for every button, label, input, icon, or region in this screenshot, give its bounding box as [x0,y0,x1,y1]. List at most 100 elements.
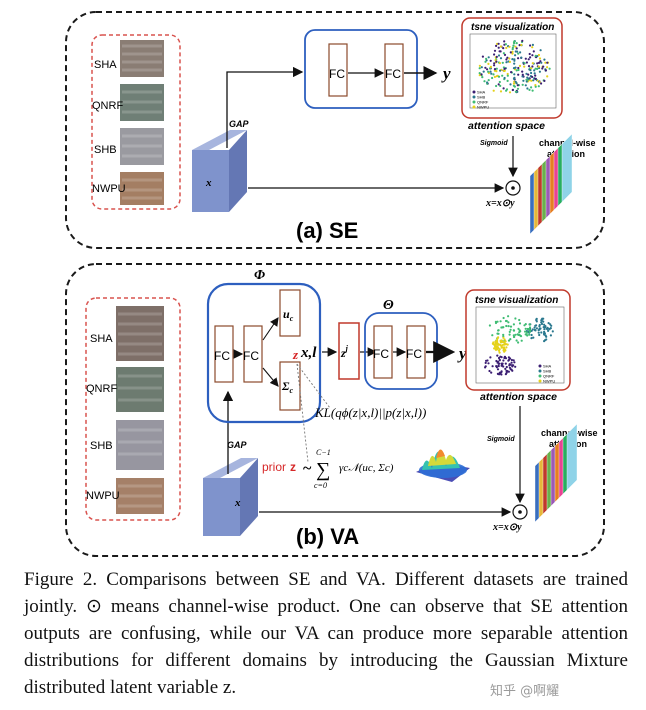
crowd-thumb-qnrf [116,367,164,412]
tsne-point [528,52,531,56]
tsne-point [487,62,490,65]
tsne-point [534,54,537,58]
tsne-point [502,343,505,346]
tsne-point [525,80,528,83]
tsne-point [490,371,493,374]
tsne-point [507,356,510,359]
tsne-point [527,73,530,76]
tsne-point [546,326,549,329]
tsne-point [505,61,508,64]
sigma-subscript: c [289,386,293,395]
legend-entry: SHA [543,364,552,369]
tsne-point [503,69,506,72]
tsne-point [514,365,517,368]
tsne-point [511,50,514,53]
tsne-point [527,58,530,61]
tsne-point [503,67,506,70]
tsne-point [512,77,516,80]
prior-z: z [290,460,296,474]
tsne-point [524,330,527,333]
tsne-point [517,341,520,344]
tsne-point [509,51,512,54]
tsne-point [525,72,528,75]
tsne-point [504,340,507,343]
tsne-point [495,366,498,369]
tsne-point [498,359,501,362]
panel-b-product-dot [518,510,522,514]
tsne-point [502,316,505,320]
panel-b-kl-connector [296,363,331,409]
tsne-point [485,57,488,60]
tsne-point [517,52,520,55]
tsne-point [524,57,527,60]
tsne-point [497,46,500,49]
tsne-point [549,327,552,330]
panel-b-dataset-thumbs [116,306,164,514]
tsne-point [519,330,522,333]
tsne-point [521,73,524,76]
tsne-point [498,80,501,84]
tsne-point [546,75,549,78]
tsne-point [509,328,512,331]
tsne-point [494,321,498,325]
tsne-point [499,45,502,48]
tsne-point [534,84,537,87]
tsne-point [544,61,547,64]
panel-a-dataset-shb: SHB [94,144,117,156]
panel-b-phi-fc1 [214,325,234,383]
tsne-point [499,57,503,60]
tsne-point [514,45,517,48]
panel-b-to-sigma-arrow [262,367,279,387]
tsne-point [523,65,526,68]
tsne-point [513,58,516,61]
panel-b-channel-stack [534,423,578,523]
tsne-point [538,333,541,337]
panel-a-fc1-label: FC [329,67,345,81]
tsne-point [489,65,492,68]
tsne-point [529,329,532,332]
tsne-point [494,344,497,347]
panel-b-xl-label: x,l [300,345,317,361]
tsne-point [534,77,537,80]
tsne-point [499,84,502,87]
tsne-point [542,65,545,68]
tsne-point [551,330,554,333]
tsne-point [516,84,519,87]
tsne-point [514,66,517,69]
tsne-point [495,60,498,63]
tsne-point [497,75,501,78]
tsne-point [534,67,537,70]
tsne-point [478,64,481,67]
watermark: 知乎 @啊耀 [490,684,560,699]
panel-a-product-label: x=x⊙y [485,198,515,209]
tsne-point [518,64,522,67]
tsne-point [513,73,516,76]
tsne-point [504,362,507,365]
tsne-point [534,74,537,77]
tsne-point [508,91,512,94]
tsne-point [503,356,506,360]
tsne-point [506,79,509,82]
tsne-point [543,340,546,343]
tsne-point [499,320,502,323]
tsne-point [504,342,507,345]
panel-a-feature-cube [192,130,247,212]
tsne-point [525,333,528,336]
tsne-point [497,332,500,335]
tsne-point [486,68,489,71]
tsne-point [531,75,534,78]
legend-entry: SHB [477,95,486,100]
tsne-point [508,60,511,64]
tsne-point [505,319,508,323]
tsne-point [499,372,502,375]
tsne-point [495,44,498,48]
tsne-point [546,66,549,69]
gaussian-mixture-plot [416,449,470,482]
tsne-point [484,60,487,63]
tsne-point [540,319,543,322]
tsne-point [528,333,531,336]
attention-channel [566,423,578,491]
tsne-point [520,43,523,47]
tsne-point [486,359,489,362]
